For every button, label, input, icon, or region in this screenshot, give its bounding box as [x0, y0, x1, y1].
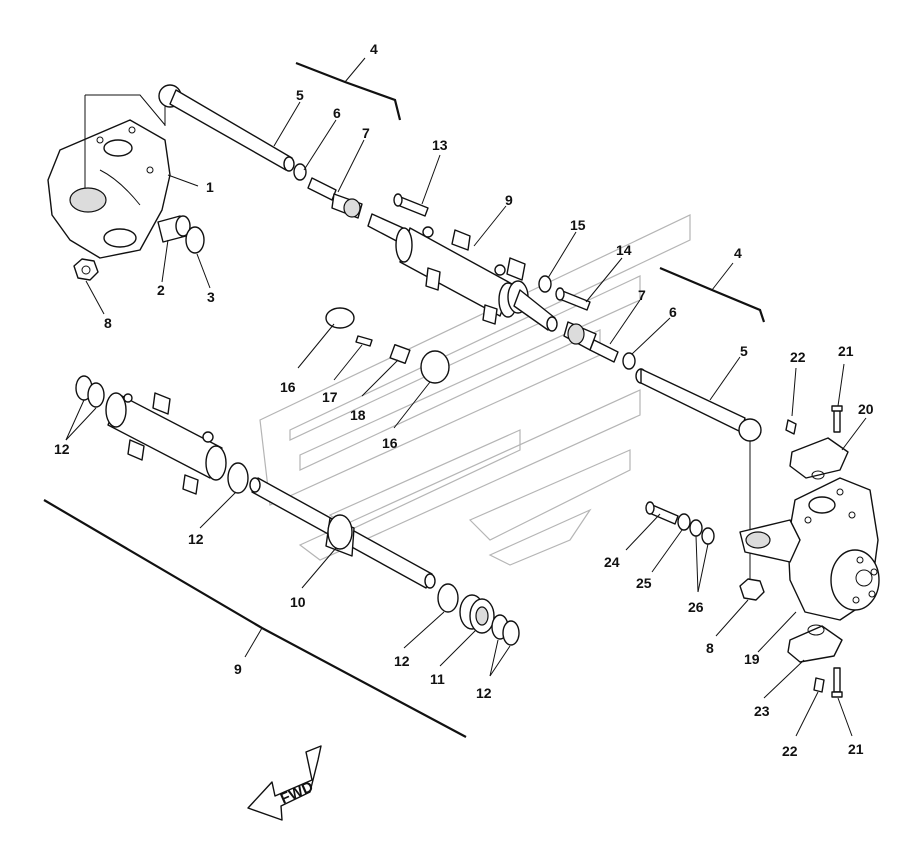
- bolt-13: [393, 193, 429, 217]
- leader-lines: [65, 101, 867, 737]
- callout-5-right: 5: [740, 343, 748, 359]
- grease-fitting-22-lower: [813, 677, 825, 693]
- king-pin-cap-23: [787, 624, 843, 663]
- fwd-label: FWD: [278, 778, 316, 807]
- gland-11: [459, 594, 495, 634]
- callout-22-upper: 22: [790, 349, 806, 365]
- steering-cylinder-upper: [367, 213, 558, 332]
- o-ring-12-d: [437, 583, 459, 613]
- spacer-26-b: [701, 527, 715, 545]
- washer-25: [677, 513, 691, 531]
- bracket-4-right: [659, 266, 766, 323]
- cylinder-barrel-lower: [105, 392, 227, 495]
- bushing-2: [157, 215, 191, 243]
- bolt-21-lower: [831, 667, 843, 698]
- callout-24: 24: [604, 554, 620, 570]
- callout-17: 17: [322, 389, 338, 405]
- callout-12-rod: 12: [394, 653, 410, 669]
- o-ring-12-f: [502, 620, 520, 646]
- grease-fitting-22-upper: [785, 419, 797, 435]
- nut-8-right: [739, 578, 765, 601]
- left-steering-knuckle: [47, 94, 171, 259]
- callout-23: 23: [754, 703, 770, 719]
- tie-rod-5-right: [635, 368, 762, 580]
- bracket-4-upper: [295, 61, 402, 121]
- callout-16-upper: 16: [280, 379, 296, 395]
- bolt-24: [645, 501, 679, 525]
- callout-6-right: 6: [669, 304, 677, 320]
- pin-17: [355, 335, 373, 347]
- callout-8-right: 8: [706, 640, 714, 656]
- king-pin-cap-20: [789, 437, 849, 480]
- tie-rod-5-upper: [158, 84, 295, 172]
- callout-7-upper: 7: [362, 125, 370, 141]
- callout-1: 1: [206, 179, 214, 195]
- sensor-18: [389, 343, 411, 365]
- right-steering-knuckle: [739, 477, 880, 621]
- tie-rod-end-7-right: [563, 321, 619, 363]
- callout-11: 11: [430, 671, 445, 687]
- callout-12-mid: 12: [188, 531, 204, 547]
- callout-13: 13: [432, 137, 448, 153]
- spacer-26-a: [689, 519, 703, 537]
- callout-4-right: 4: [734, 245, 742, 261]
- callout-10: 10: [290, 594, 306, 610]
- callout-22-lower: 22: [782, 743, 798, 759]
- piston-rod-10: [249, 477, 436, 589]
- snap-ring-16-upper: [325, 307, 355, 329]
- callout-9-lower: 9: [234, 661, 242, 677]
- callout-7-right: 7: [638, 287, 646, 303]
- o-ring-12-c: [227, 462, 249, 494]
- callout-5-upper: 5: [296, 87, 304, 103]
- callout-15: 15: [570, 217, 586, 233]
- callout-9-upper: 9: [505, 192, 513, 208]
- callout-26: 26: [688, 599, 704, 615]
- tie-rod-end-7-upper: [307, 177, 363, 219]
- callout-14: 14: [616, 242, 632, 258]
- o-ring-12-b: [87, 382, 105, 408]
- bolt-21-upper: [831, 405, 843, 433]
- callout-12-left: 12: [54, 441, 70, 457]
- callout-3: 3: [207, 289, 215, 305]
- callout-labels: 1 2 3 4 4 5 5 6 6 7 7 8 8 9 9 10 11 12 1…: [54, 41, 874, 759]
- nut-6-upper: [293, 163, 307, 181]
- callout-12-right: 12: [476, 685, 492, 701]
- bolt-14: [555, 287, 591, 311]
- callout-2: 2: [157, 282, 165, 298]
- bushing-15: [538, 275, 552, 293]
- callout-25: 25: [636, 575, 652, 591]
- callout-18: 18: [350, 407, 366, 423]
- nut-6-right: [622, 352, 636, 370]
- callout-21-upper: 21: [838, 343, 854, 359]
- callout-21-lower: 21: [848, 741, 864, 757]
- seal-3: [185, 226, 205, 254]
- callout-8-left: 8: [104, 315, 112, 331]
- callout-19: 19: [744, 651, 760, 667]
- callout-16-lower: 16: [382, 435, 398, 451]
- callout-6-upper: 6: [333, 105, 341, 121]
- snap-ring-16-lower: [420, 350, 450, 384]
- forward-direction-arrow: FWD: [247, 745, 322, 821]
- callout-20: 20: [858, 401, 874, 417]
- bracket-9: [43, 499, 467, 738]
- callout-4-upper: 4: [370, 41, 378, 57]
- nut-8-left: [73, 258, 99, 281]
